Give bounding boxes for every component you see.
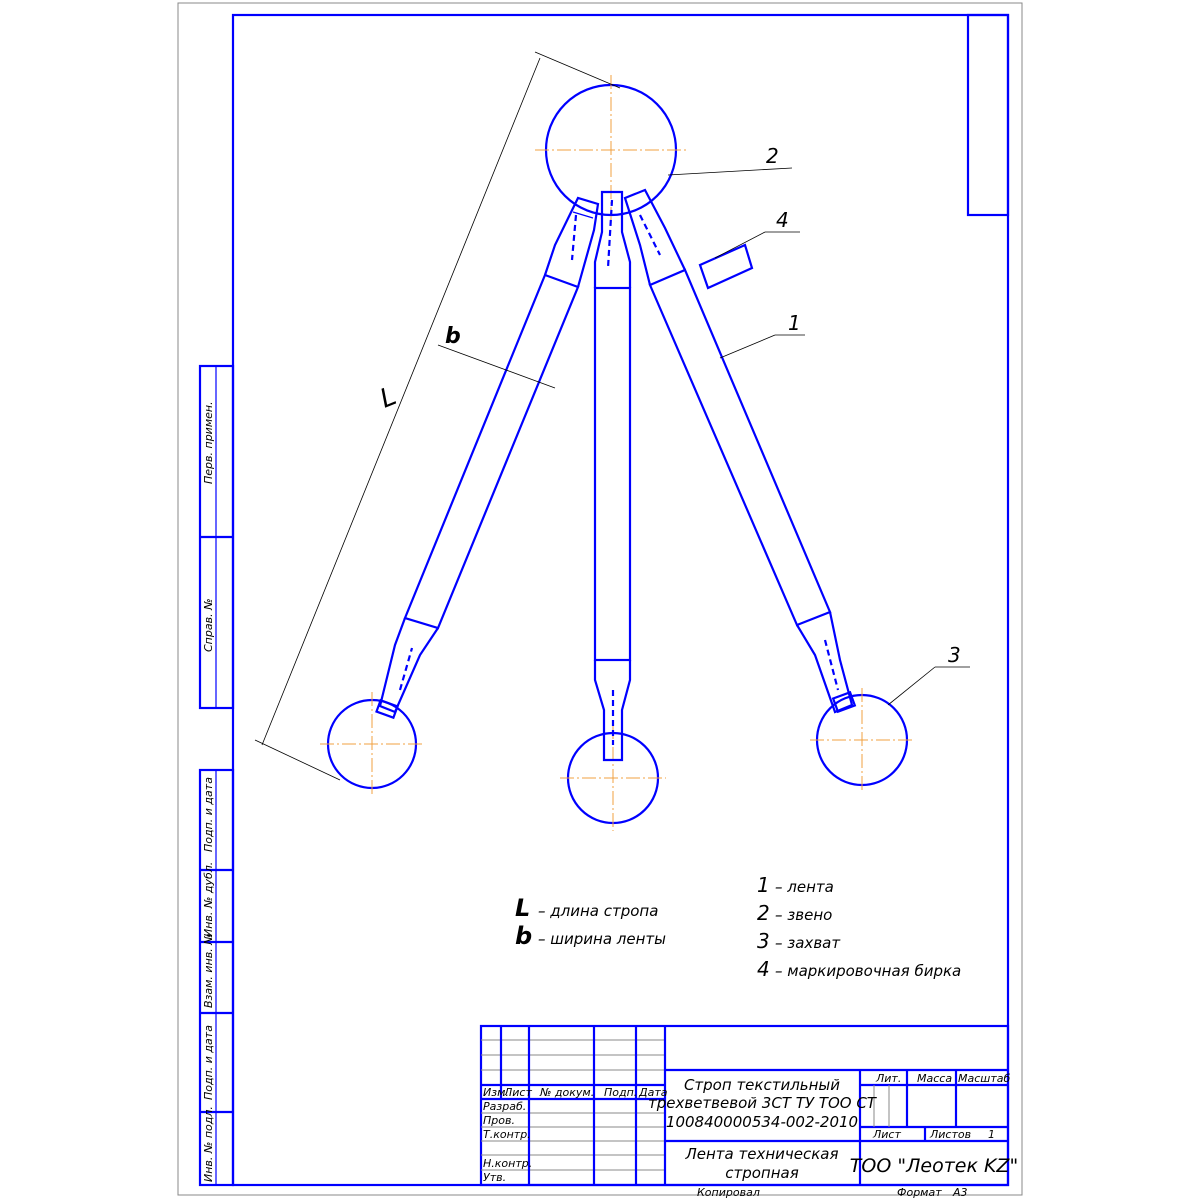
- mass-label: Масса: [917, 1072, 952, 1085]
- sling-rings: [320, 75, 914, 831]
- legend-symbol: L: [515, 894, 530, 922]
- dimension-L-label: L: [376, 381, 401, 414]
- strap-left: [375, 196, 600, 720]
- lit-label: Лит.: [875, 1072, 901, 1085]
- dimension-lines: [254, 51, 970, 781]
- drawing-frame: [231, 13, 1010, 1187]
- callout-1: 1: [788, 311, 801, 335]
- strap-center: [593, 190, 632, 762]
- legend-num: 2: [757, 901, 770, 925]
- marking-tag: [698, 243, 754, 290]
- designation-line: 100840000534-002-2010: [666, 1113, 858, 1131]
- stamp-label: Взам. инв. №: [202, 933, 215, 1008]
- col-header: Подп.: [604, 1086, 637, 1099]
- legend-text: – захват: [775, 934, 841, 952]
- designation-line: трехветвевой 3СТ ТУ ТОО СТ: [648, 1094, 878, 1112]
- sheets-label: Листов: [929, 1128, 971, 1141]
- strap-right: [623, 188, 857, 714]
- legend: L – длина стропа b – ширина ленты 1 – ле…: [515, 873, 961, 981]
- title-block-text: Изм. Лист № докум. Подп. Дата Разраб. Пр…: [483, 1086, 668, 1184]
- col-header: Лист: [503, 1086, 532, 1099]
- sheets-value: 1: [988, 1128, 995, 1141]
- legend-text: – лента: [775, 878, 834, 896]
- role-label: Разраб.: [483, 1100, 526, 1113]
- callout-3: 3: [948, 643, 961, 667]
- legend-num: 1: [757, 873, 770, 897]
- outer-trim-frame: [177, 2, 1023, 1196]
- legend-text: – маркировочная бирка: [775, 962, 961, 980]
- format-label: Формат: [897, 1186, 942, 1199]
- callout-4: 4: [776, 208, 789, 232]
- role-label: Утв.: [483, 1171, 506, 1184]
- top-right-stamp-box: [966, 13, 1010, 217]
- stamp-label: Инв. № дубл.: [202, 862, 215, 937]
- legend-text: – длина стропа: [538, 902, 658, 920]
- dimension-b-label: b: [445, 324, 461, 349]
- sheet-label: Лист: [872, 1128, 901, 1141]
- side-stamps: Перв. примен. Справ. № Подп. и дата Инв.…: [198, 364, 235, 1187]
- legend-symbol: b: [515, 922, 532, 950]
- role-label: Н.контр.: [483, 1157, 532, 1170]
- legend-text: – звено: [775, 906, 832, 924]
- copied-label: Копировал: [697, 1186, 760, 1199]
- callout-2: 2: [766, 144, 779, 168]
- item-name-line: стропная: [725, 1164, 799, 1182]
- col-header: № докум.: [539, 1086, 594, 1099]
- stamp-label: Инв. № подл.: [202, 1106, 215, 1182]
- role-label: Т.контр.: [483, 1128, 531, 1141]
- company-name: ТОО "Леотек KZ": [850, 1155, 1018, 1177]
- format-value: А3: [952, 1186, 968, 1199]
- title-block: [479, 1024, 1010, 1187]
- col-header: Дата: [638, 1086, 668, 1099]
- stamp-label: Подп. и дата: [202, 777, 215, 852]
- role-label: Пров.: [483, 1114, 515, 1127]
- legend-num: 4: [757, 957, 770, 981]
- designation-line: Строп текстильный: [684, 1076, 840, 1094]
- stamp-label: Перв. примен.: [202, 401, 215, 484]
- scale-label: Масштаб: [958, 1072, 1010, 1085]
- legend-text: – ширина ленты: [538, 930, 666, 948]
- legend-num: 3: [757, 929, 770, 953]
- stamp-label: Подп. и дата: [202, 1025, 215, 1100]
- stamp-label: Справ. №: [202, 598, 215, 652]
- col-header: Изм.: [483, 1086, 509, 1099]
- item-name-line: Лента техническая: [684, 1145, 838, 1163]
